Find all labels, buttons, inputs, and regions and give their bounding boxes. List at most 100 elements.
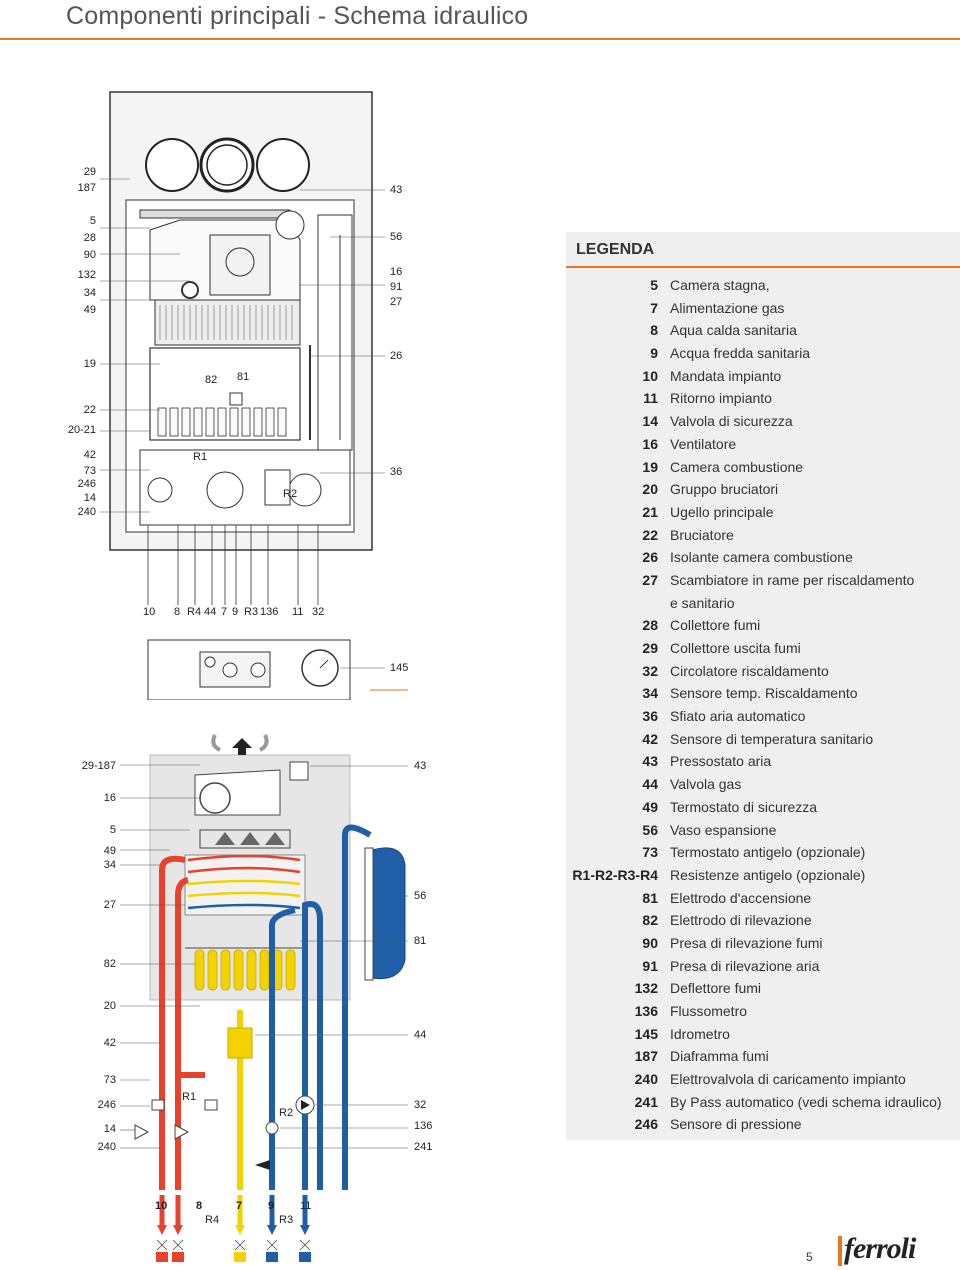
- d1-left-label: 22: [83, 404, 96, 416]
- legend-item-text: Presa di rilevazione aria: [670, 957, 820, 974]
- legend-item-text: Pressostato aria: [670, 753, 772, 770]
- legend-item-text: Camera stagna,: [670, 277, 770, 293]
- hydraulic-schematic: [120, 734, 408, 1262]
- legend-item-text: Mandata impianto: [670, 367, 782, 384]
- d2-left-label: 49: [103, 845, 116, 857]
- legend-item-text: Isolante camera combustione: [670, 549, 853, 566]
- legend-item-number: 36: [642, 708, 658, 725]
- d1-left-label: 73: [83, 465, 96, 477]
- d1-right-label: 43: [390, 184, 403, 196]
- legend-item-number: 29: [642, 640, 658, 656]
- legend-item: 44 Valvola gas: [566, 773, 960, 796]
- d2-right-label: 56: [414, 890, 427, 902]
- legend-item-text: Alimentazione gas: [670, 299, 785, 316]
- legend-item-text: By Pass automatico (vedi schema idraulic…: [670, 1093, 942, 1110]
- page-title: Componenti principali - Schema idraulico: [66, 2, 529, 30]
- expansion-vessel: [317, 214, 353, 451]
- legend-item: 36 Sfiato aria automatico: [566, 705, 960, 728]
- legend-item-text: Termostato antigelo (opzionale): [670, 844, 866, 861]
- d2-bottom-label: 10: [155, 1200, 168, 1212]
- legend-item-text: Ritorno impianto: [670, 390, 772, 407]
- legend-item-number: 90: [642, 934, 658, 951]
- d1-left-label: 240: [77, 506, 96, 518]
- d2-left-label: 29-187: [81, 760, 116, 772]
- legend-item-text: Elettrovalvola di caricamento impianto: [670, 1071, 906, 1088]
- d2-right-label: 43: [414, 760, 427, 772]
- d2-right-label: 81: [414, 935, 427, 947]
- legend-item-number: 5: [650, 277, 658, 293]
- d1-inner-label: R2: [283, 488, 298, 500]
- legend-item-text: Sfiato aria automatico: [670, 708, 806, 725]
- d1-left-label: 20-21: [67, 424, 96, 436]
- d1-right-label: 145: [390, 662, 409, 674]
- legend-item: 240 Elettrovalvola di caricamento impiant…: [566, 1068, 960, 1091]
- d1-bottom-label: 9: [232, 606, 239, 618]
- d1-bottom-label: 44: [204, 606, 217, 618]
- legend-item-number: 132: [634, 980, 658, 997]
- legend-item-number: 187: [634, 1048, 658, 1065]
- legend-item-text: Aqua calda sanitaria: [670, 322, 797, 339]
- d1-left-label: 29: [83, 166, 96, 178]
- legend-item-number: 14: [642, 413, 658, 430]
- legend-item-number: 32: [642, 662, 658, 679]
- legend-item-number: 240: [634, 1071, 658, 1088]
- legend-item-text: Termostato di sicurezza: [670, 798, 818, 815]
- heat-exchanger: [154, 299, 301, 346]
- legend-item: e sanitario: [566, 592, 960, 615]
- legend-item-number: 19: [642, 458, 658, 475]
- d1-left-label: 5: [89, 215, 96, 227]
- d1-right-label: 26: [390, 350, 403, 362]
- legend-item-text: Elettrodo d'accensione: [670, 889, 812, 906]
- legend-item-number: 11: [643, 390, 658, 407]
- d1-bottom-label: 7: [221, 606, 228, 618]
- d2-left-label: 5: [109, 824, 116, 836]
- d1-bottom-label: R3: [244, 606, 259, 618]
- legend-item: 11 Ritorno impianto: [566, 387, 960, 410]
- d1-bottom-label: 11: [292, 606, 304, 618]
- legend-item-number: 16: [642, 435, 658, 452]
- d1-right-label: 16: [390, 266, 403, 278]
- d2-inner-label: R2: [279, 1107, 294, 1119]
- legend-item-number: 241: [634, 1093, 658, 1110]
- d2-bottom-label: 7: [236, 1200, 243, 1212]
- legend-item-number: 9: [650, 345, 658, 362]
- legend-item-number: 91: [642, 957, 658, 974]
- d2-left-label: 82: [103, 958, 116, 970]
- d2-right-label: 32: [414, 1099, 427, 1111]
- d1-inner-label: 82: [205, 374, 218, 386]
- d1-right-label: 36: [390, 466, 403, 478]
- legend-item-text: e sanitario: [670, 594, 735, 611]
- d1-bottom-label: 10: [143, 606, 156, 618]
- d1-left-label: 90: [83, 249, 96, 261]
- legend-item-number: 10: [642, 367, 658, 384]
- d2-left-label: 14: [103, 1123, 116, 1135]
- legend-item-number: 42: [642, 730, 658, 747]
- d2-bottom-label: R4: [205, 1214, 220, 1226]
- logo-mark: [838, 1236, 842, 1266]
- legend-item-text: Valvola gas: [670, 776, 742, 793]
- legend-item-text: Sensore temp. Riscaldamento: [670, 685, 858, 702]
- page-number: 5: [806, 1250, 813, 1264]
- legend-item-number: 44: [642, 776, 658, 793]
- d1-left-label: 246: [77, 478, 96, 490]
- legend-item-text: Deflettore fumi: [670, 980, 762, 997]
- legend-item-number: 43: [642, 753, 658, 770]
- d1-left-label: 187: [77, 182, 96, 194]
